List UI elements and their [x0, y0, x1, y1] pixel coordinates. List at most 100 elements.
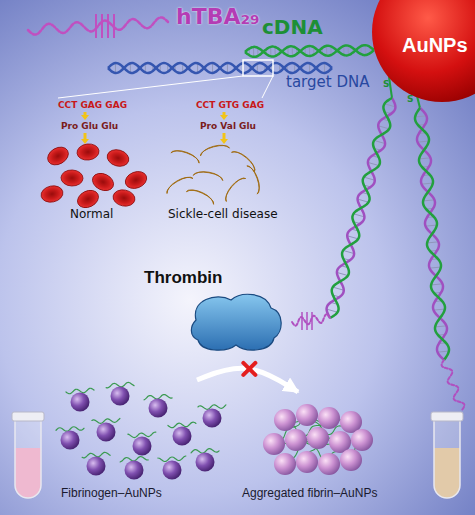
node-label: Fibrinogen–AuNPs: [61, 487, 233, 501]
base-pair: [426, 225, 437, 226]
aptamer-strand: [28, 17, 168, 34]
base-pair: [430, 267, 441, 268]
gold-nanoparticle: [133, 437, 152, 456]
zoom-box: [243, 60, 273, 76]
part-label: target DNA: [286, 74, 369, 91]
yellow-arrow: [84, 133, 87, 140]
quadruplex-bar: [301, 312, 303, 330]
zoom-line: [262, 76, 273, 98]
sickle-cell: [186, 186, 216, 204]
dna-strand: [108, 63, 332, 73]
base-pair: [326, 46, 327, 56]
sequence-text: CCT GAG GAG: [58, 100, 127, 110]
thrombin-protein: Thrombin: [142, 268, 292, 356]
yellow-arrow: [223, 133, 226, 140]
quadruplex-bar: [101, 14, 103, 38]
red-blood-cell: [40, 184, 65, 204]
tube-cap: [431, 412, 463, 421]
sequence-text: Pro Glu Glu: [61, 121, 118, 131]
yellow-arrowhead: [220, 139, 228, 144]
blocked-mark: [243, 363, 255, 375]
gold-nanoparticle: [149, 399, 168, 418]
sickle-cell: [199, 142, 229, 155]
base-pair: [415, 116, 426, 117]
base-pair: [427, 242, 438, 243]
gold-nanoparticle: [61, 431, 80, 450]
particle-group: Fibrinogen–AuNPs: [55, 380, 237, 506]
gold-nanoparticle: [111, 387, 130, 406]
dna-strand: [327, 98, 396, 318]
gold-nanoparticle: [340, 449, 362, 471]
part-label: Sickle-cell disease: [168, 208, 278, 222]
gold-nanoparticle: [274, 409, 296, 431]
yellow-arrowhead: [81, 139, 89, 144]
gold-nanoparticle: [296, 451, 318, 473]
quadruplex-bar: [95, 14, 97, 38]
sickle-cell: [193, 170, 224, 181]
dna-helix: [415, 108, 449, 360]
yellow-arrowhead: [220, 115, 228, 120]
gold-nanoparticle: [296, 404, 318, 426]
base-pair: [435, 326, 446, 327]
base-pair: [438, 351, 449, 352]
thiol-symbol: S: [383, 79, 389, 89]
gold-nanoparticle: [285, 429, 307, 451]
quadruplex-bar: [107, 14, 109, 38]
dna-strand: [330, 98, 392, 318]
red-blood-cell: [76, 143, 100, 162]
dna-strand: [245, 45, 374, 56]
aptamer-strand: [442, 360, 465, 410]
base-pair: [422, 183, 433, 184]
gold-nanoparticle: [351, 429, 373, 451]
quadruplex-bar: [113, 14, 115, 38]
quadruplex-bar: [306, 312, 308, 330]
dna-strand: [108, 63, 332, 73]
gold-nanoparticle: [307, 427, 329, 449]
node-label: AuNPs: [402, 34, 475, 57]
base-pair: [212, 63, 213, 73]
aptamer-strand: [292, 314, 330, 325]
thrombin-shape: [186, 290, 286, 354]
zoom-line: [58, 76, 243, 98]
gold-nanoparticle: [97, 423, 116, 442]
node-label: Aggregated fibrin–AuNPs: [242, 487, 428, 501]
base-pair: [431, 284, 442, 285]
red-blood-cell: [44, 144, 71, 169]
sickle-cell: [171, 147, 201, 163]
base-pair: [434, 309, 445, 310]
gold-nanoparticle: [203, 409, 222, 428]
base-pair: [292, 46, 293, 56]
sickle-cell: [247, 164, 263, 194]
base-pair: [309, 46, 310, 56]
dna-helix: [245, 45, 374, 57]
dna-helix: [108, 63, 332, 73]
tube-glass: [15, 420, 41, 498]
dna-strand: [245, 45, 374, 56]
red-blood-cell: [90, 170, 117, 194]
base-pair: [253, 47, 254, 57]
dna-strand: [415, 108, 449, 360]
base-pair: [423, 200, 434, 201]
base-pair: [365, 45, 366, 55]
sequence-text: Pro Val Glu: [200, 121, 256, 131]
tube-glass: [434, 420, 460, 498]
gold-nanoparticle: [318, 453, 340, 475]
red-blood-cell: [105, 147, 131, 168]
red-blood-cell: [61, 170, 84, 187]
red-blood-cell: [112, 188, 137, 208]
gold-nanoparticle: [71, 393, 90, 412]
gold-nanoparticle: [87, 457, 106, 476]
particle-group: Aggregated fibrin–AuNPs: [238, 392, 432, 506]
gold-nanoparticle: [263, 433, 285, 455]
sequence-text: CCT GTG GAG: [196, 100, 264, 110]
gold-nanoparticle: [125, 461, 144, 480]
gold-nanoparticle: [372, 0, 475, 102]
part-label: Normal: [70, 208, 113, 222]
quadruplex-bar: [311, 312, 313, 330]
dna-helix: [327, 98, 396, 318]
gold-nanoparticle: [173, 427, 192, 446]
base-pair: [418, 141, 429, 142]
base-pair: [227, 63, 228, 73]
gold-nanoparticle: [274, 453, 296, 475]
yellow-arrowhead: [81, 115, 89, 120]
